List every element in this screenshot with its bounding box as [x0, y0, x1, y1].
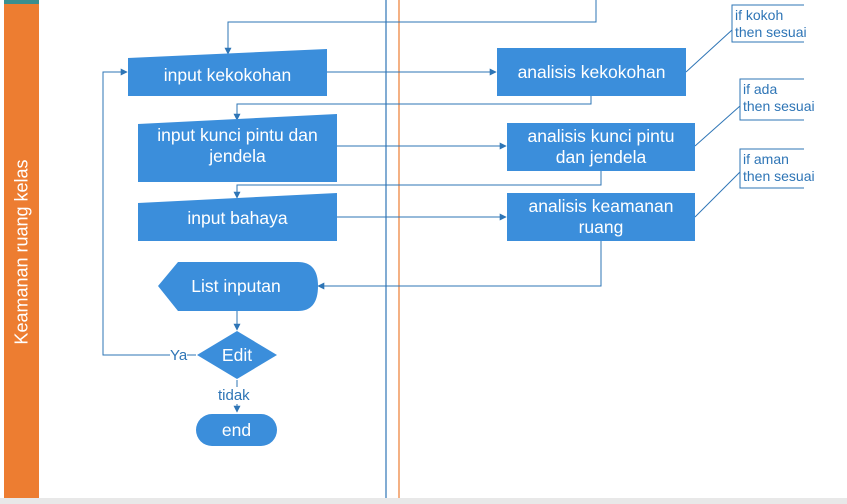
annotation-bracket-leader-aman — [694, 171, 741, 218]
flow-label-tidak: tidak — [218, 387, 250, 404]
decision-edit-shape — [197, 331, 277, 379]
flow-label-ya: Ya — [170, 347, 188, 364]
node-edit: Edit — [221, 344, 253, 365]
manual-input-bahaya-shape — [138, 193, 337, 241]
annotation-leader-ada — [694, 105, 741, 147]
manual-input-kekokohan-shape — [128, 49, 327, 96]
connector-analisis-kunci-to-input-bahaya — [233, 170, 602, 199]
annotation-kokoh: if kokoh then sesuai — [735, 7, 807, 40]
swimlane-accent-strip — [4, 0, 39, 4]
node-analisis-kekokohan: analisis kekokohan — [517, 61, 666, 82]
node-input-bahaya: input bahaya — [187, 207, 288, 228]
manual-input-kunci-shape — [138, 114, 337, 182]
swimlane-header-bar — [4, 0, 39, 504]
annotation-bracket-kokoh — [731, 4, 804, 43]
connector-top-to-input-kekokohan — [224, 0, 597, 55]
node-analisis-kunci: analisis kunci pintu dan jendela — [527, 126, 675, 167]
node-input-kekokohan: input kekokohan — [163, 64, 292, 85]
connector-edit-ya-loop — [102, 68, 196, 356]
annotation-leader-kokoh — [685, 29, 733, 73]
annotation-bracket-ada — [739, 78, 804, 121]
connector-analisis-kekokohan-to-input-kunci — [233, 96, 592, 121]
annotation-bracket-aman — [739, 148, 804, 189]
connector-analisis-keamanan-to-list — [317, 240, 602, 290]
bottom-edge — [0, 498, 847, 504]
node-analisis-keamanan: analisis keamanan ruang — [528, 196, 674, 237]
annotation-ada: if ada then sesuai — [743, 81, 815, 114]
node-list-inputan: List inputan — [191, 276, 281, 296]
terminator-end-shape — [196, 414, 277, 446]
display-list-inputan-shape — [158, 262, 318, 311]
process-analisis-keamanan-shape — [507, 193, 695, 241]
node-end: end — [221, 419, 252, 440]
process-analisis-kekokohan-shape — [497, 48, 686, 96]
annotation-aman: if aman then sesuai — [743, 151, 815, 184]
node-input-kunci: input kunci pintu dan jendela — [157, 125, 318, 166]
process-analisis-kunci-shape — [507, 123, 695, 171]
